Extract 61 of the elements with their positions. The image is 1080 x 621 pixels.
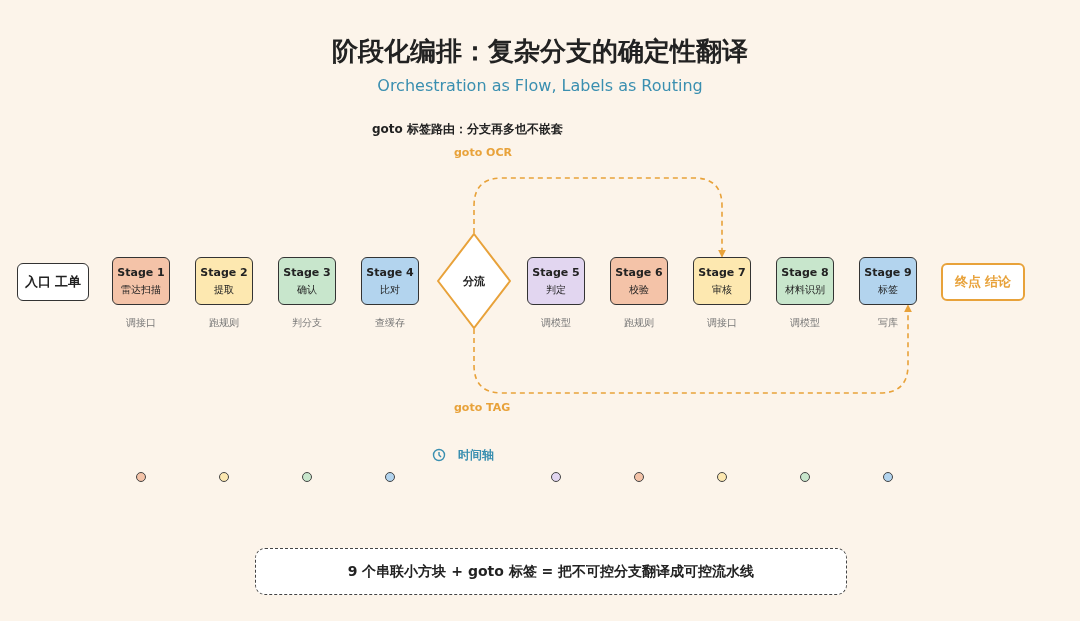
title: 阶段化编排：复杂分支的确定性翻译 <box>331 35 749 68</box>
stage-note: 写库 <box>878 316 898 330</box>
stage-box <box>361 257 419 305</box>
decision-diamond <box>437 233 511 329</box>
stage-title: Stage 9 <box>864 265 912 279</box>
stage-title: Stage 7 <box>698 265 746 279</box>
summary-box <box>255 548 847 595</box>
edge-label: goto OCR <box>452 146 514 159</box>
stage-box <box>776 257 834 305</box>
stage-note: 跑规则 <box>209 316 239 330</box>
stage-box <box>859 257 917 305</box>
stage-description: 比对 <box>380 282 400 297</box>
timeline-dot <box>551 472 561 482</box>
dashed-arrow <box>473 304 912 394</box>
timeline-dot <box>302 472 312 482</box>
node-label: 终点 结论 <box>954 273 1012 291</box>
stage-note: 查缓存 <box>375 316 405 330</box>
stage-note: 判分支 <box>292 316 322 330</box>
stage-box <box>693 257 751 305</box>
stage-note: 调接口 <box>707 316 737 330</box>
stage-title: Stage 3 <box>283 265 331 279</box>
dashed-arrow <box>473 177 726 258</box>
stage-description: 确认 <box>297 282 317 297</box>
timeline-dot <box>634 472 644 482</box>
stage-note: 调接口 <box>126 316 156 330</box>
stage-description: 提取 <box>214 282 234 297</box>
stage-description: 校验 <box>629 282 649 297</box>
start-box <box>17 263 89 301</box>
timeline-dot <box>385 472 395 482</box>
stage-title: Stage 4 <box>366 265 414 279</box>
edge-label: goto TAG <box>452 401 513 414</box>
stage-box <box>112 257 170 305</box>
stage-title: Stage 5 <box>532 265 580 279</box>
stage-description: 审核 <box>712 282 732 297</box>
timeline-dot <box>136 472 146 482</box>
stage-note: 调模型 <box>790 316 820 330</box>
stage-description: 标签 <box>878 282 898 297</box>
stage-box <box>278 257 336 305</box>
timeline-dot <box>883 472 893 482</box>
end-box <box>941 263 1025 301</box>
stage-description: 材料识别 <box>785 282 825 297</box>
stage-description: 判定 <box>546 282 566 297</box>
node-label: 入口 工单 <box>24 273 82 291</box>
stage-box <box>195 257 253 305</box>
node-label: 分流 <box>463 273 485 289</box>
stage-title: Stage 6 <box>615 265 663 279</box>
stage-box <box>527 257 585 305</box>
stage-box <box>610 257 668 305</box>
stage-note: 跑规则 <box>624 316 654 330</box>
timeline-dot <box>800 472 810 482</box>
stage-description: 雷达扫描 <box>121 282 161 297</box>
subtitle: Orchestration as Flow, Labels as Routing <box>376 76 704 95</box>
stage-title: Stage 2 <box>200 265 248 279</box>
timeline-dot <box>219 472 229 482</box>
timeline-dot <box>717 472 727 482</box>
stage-title: Stage 8 <box>781 265 829 279</box>
stage-note: 调模型 <box>541 316 571 330</box>
summary-text: 9 个串联小方块 + goto 标签 = 把不可控分支翻译成可控流水线 <box>347 562 755 581</box>
stage-title: Stage 1 <box>117 265 165 279</box>
section-heading: goto 标签路由：分支再多也不嵌套 <box>372 121 563 138</box>
timeline-heading: 时间轴 <box>458 447 494 464</box>
